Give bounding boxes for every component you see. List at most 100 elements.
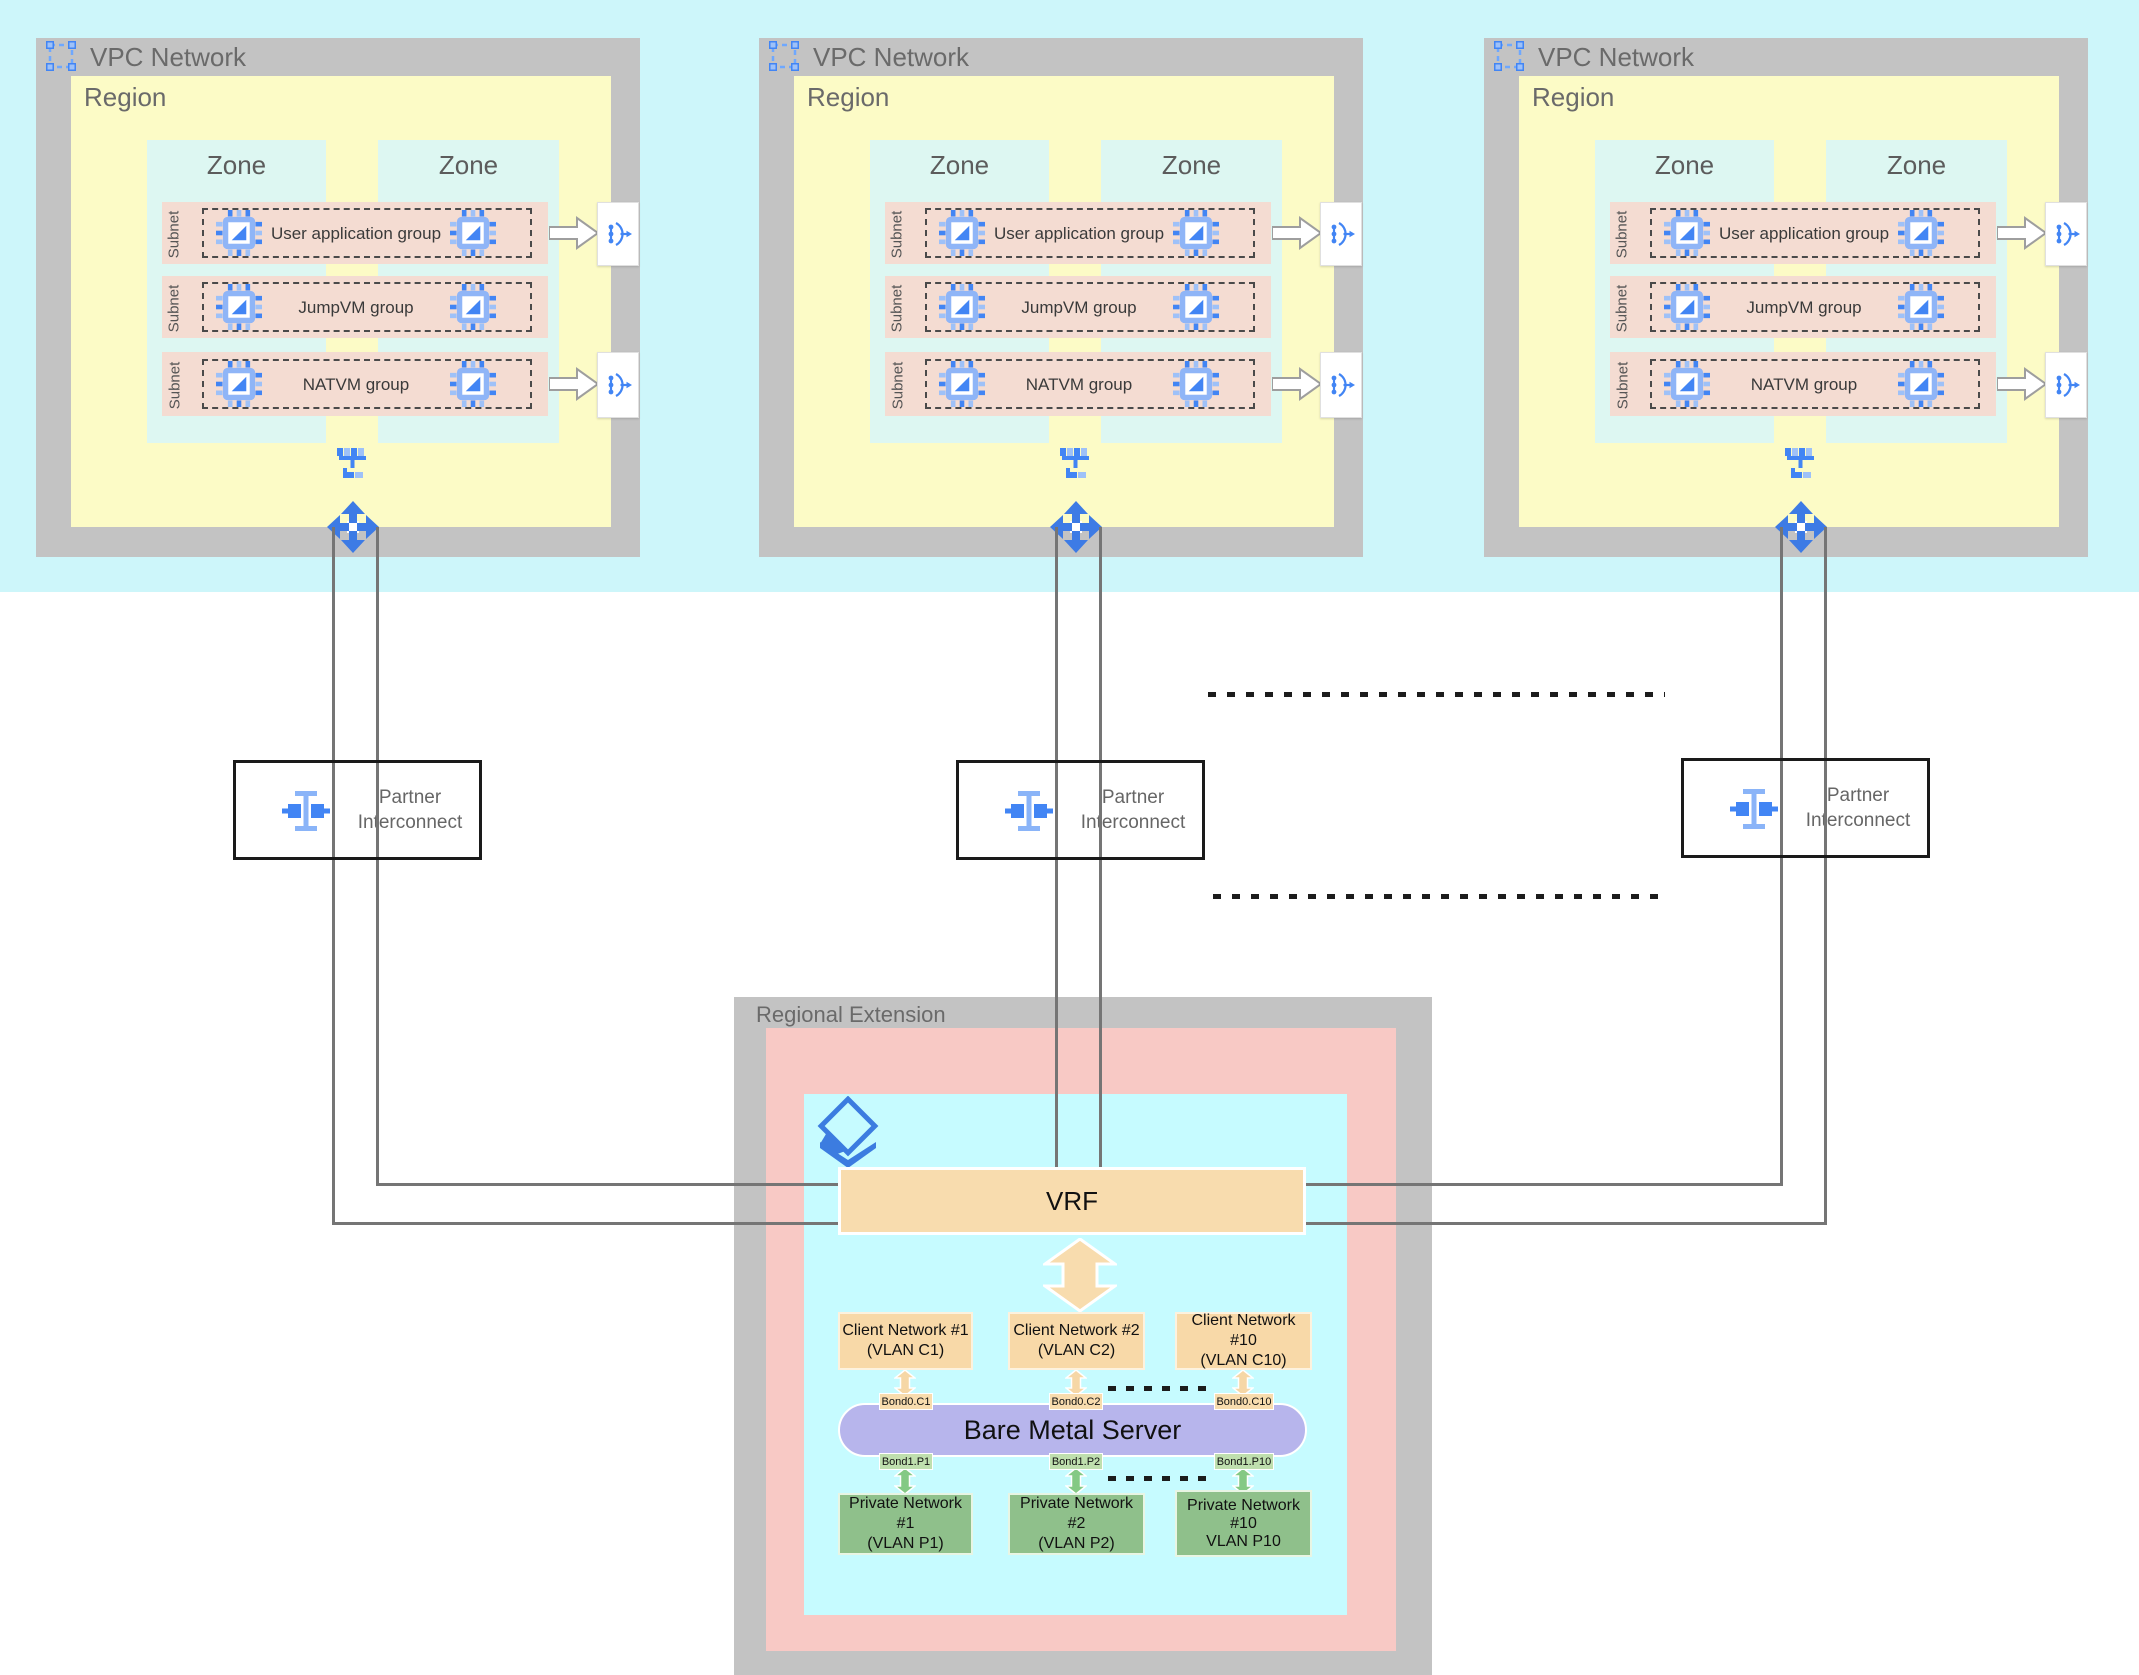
- client-network-label: Client Network #10: [1191, 1312, 1296, 1349]
- vm-icon: [216, 210, 262, 256]
- vm-icon: [450, 210, 496, 256]
- vm-icon: [1173, 361, 1219, 407]
- subnet-label: Subnet: [166, 361, 184, 410]
- vpc-selection-icon: [46, 41, 76, 71]
- group-label: NATVM group: [1750, 375, 1858, 394]
- instance-group-frame: [925, 282, 1255, 332]
- connector-line: [376, 1183, 838, 1186]
- client-network-label: Client Network #1: [842, 1322, 969, 1339]
- vrf-box: VRF: [838, 1167, 1306, 1235]
- private-network-box: Private Network #2 (VLAN P2): [1008, 1493, 1145, 1555]
- load-balancer-box: [2045, 202, 2087, 266]
- group-label: JumpVM group: [298, 298, 414, 317]
- bond-label: Bond1.P2: [1049, 1453, 1103, 1470]
- group-label: NATVM group: [302, 375, 410, 394]
- vm-icon: [939, 210, 985, 256]
- vrf-label: VRF: [1046, 1185, 1098, 1216]
- vm-icon: [1173, 284, 1219, 330]
- private-network-vlan: (VLAN P2): [1038, 1535, 1115, 1552]
- layers-icon: [812, 1096, 884, 1174]
- connector-line: [1824, 761, 1827, 855]
- partner-interconnect-label: Partner: [1101, 787, 1165, 808]
- partner-interconnect-box: Partner Interconnect: [956, 760, 1205, 860]
- partner-interconnect-label: Interconnect: [1805, 810, 1911, 831]
- connector-line: [1780, 761, 1783, 855]
- subnet-label: Subnet: [1613, 284, 1631, 333]
- load-balancer-icon: [1327, 371, 1355, 399]
- region-label: Region: [1532, 82, 1615, 112]
- instance-group-frame: [1650, 282, 1980, 332]
- bond-ellipsis-dots: [1108, 1476, 1206, 1481]
- group-label: User application group: [1718, 224, 1890, 243]
- connector-line: [1099, 763, 1102, 857]
- vm-icon: [450, 361, 496, 407]
- vm-icon: [1898, 284, 1944, 330]
- partner-interconnect-label: Partner: [1826, 785, 1890, 806]
- subnet-label: Subnet: [888, 210, 906, 259]
- zone-label: Zone: [929, 150, 990, 180]
- vm-icon: [450, 284, 496, 330]
- vm-icon: [1664, 361, 1710, 407]
- bare-metal-server: Bare Metal Server: [838, 1403, 1307, 1457]
- subnet-row: Subnet User application group: [162, 202, 548, 264]
- vpc-title: VPC Network: [813, 42, 970, 72]
- connector-line: [1055, 763, 1058, 857]
- load-balancer-box: [1320, 202, 1362, 266]
- instance-group-frame: [925, 208, 1255, 258]
- flow-arrow: [549, 366, 599, 402]
- partner-interconnect-label: Interconnect: [1080, 812, 1186, 833]
- group-label: User application group: [993, 224, 1165, 243]
- subnet-label: Subnet: [1614, 361, 1632, 410]
- bond-label: Bond1.P1: [879, 1453, 933, 1470]
- private-network-label: Private Network #1: [849, 1495, 962, 1532]
- group-label: JumpVM group: [1746, 298, 1862, 317]
- flow-arrow: [1272, 215, 1322, 251]
- subnet-label: Subnet: [888, 284, 906, 333]
- private-network-vlan: VLAN P10: [1206, 1532, 1281, 1550]
- bare-metal-server-label: Bare Metal Server: [963, 1414, 1182, 1445]
- load-balancer-icon: [2052, 220, 2080, 248]
- partner-interconnect-icon: [1730, 787, 1778, 831]
- subnet-row: Subnet User application group: [885, 202, 1271, 264]
- client-network-box: Client Network #10 (VLAN C10): [1175, 1312, 1312, 1370]
- instance-group-frame: [202, 282, 532, 332]
- private-network-box: Private Network #1 (VLAN P1): [838, 1493, 973, 1555]
- bond-ellipsis-dots: [1108, 1386, 1206, 1391]
- load-balancer-box: [597, 202, 639, 266]
- subnet-row: Subnet NATVM group: [162, 352, 548, 416]
- bond-arrow-green: [894, 1468, 916, 1494]
- zone-label: Zone: [1654, 150, 1715, 180]
- flow-arrow: [1997, 366, 2047, 402]
- regional-extension-title: Regional Extension: [756, 1002, 946, 1027]
- partner-interconnect-icon: [282, 789, 330, 833]
- vm-icon: [939, 361, 985, 407]
- subnet-label: Subnet: [889, 361, 907, 410]
- private-network-label: Private Network #2: [1020, 1495, 1133, 1532]
- bond-label: Bond1.P10: [1214, 1453, 1274, 1470]
- client-network-label: Client Network #2: [1013, 1322, 1140, 1339]
- subnet-row: Subnet User application group: [1610, 202, 1996, 264]
- vpc-selection-icon: [769, 41, 799, 71]
- partner-interconnect-box: Partner Interconnect: [1681, 758, 1930, 858]
- client-network-vlan: (VLAN C2): [1037, 1342, 1116, 1359]
- bond-arrow-green: [1065, 1468, 1087, 1494]
- private-network-vlan: (VLAN P1): [867, 1535, 944, 1552]
- connector-line: [332, 1222, 838, 1225]
- vm-icon: [1664, 284, 1710, 330]
- load-balancer-icon: [604, 371, 632, 399]
- connector-line: [1824, 527, 1827, 1225]
- network-switch-icon: [1058, 446, 1094, 482]
- connector-line: [1306, 1183, 1783, 1186]
- load-balancer-icon: [604, 220, 632, 248]
- region-label: Region: [84, 82, 167, 112]
- subnet-label: Subnet: [165, 210, 183, 259]
- connector-line: [376, 763, 379, 857]
- zone-label: Zone: [438, 150, 499, 180]
- network-switch-icon: [335, 446, 371, 482]
- partner-interconnect-label: Interconnect: [357, 812, 463, 833]
- vpc-title: VPC Network: [1538, 42, 1695, 72]
- flow-arrow: [1272, 366, 1322, 402]
- load-balancer-box: [597, 352, 639, 418]
- instance-group-frame: [202, 208, 532, 258]
- vm-icon: [1173, 210, 1219, 256]
